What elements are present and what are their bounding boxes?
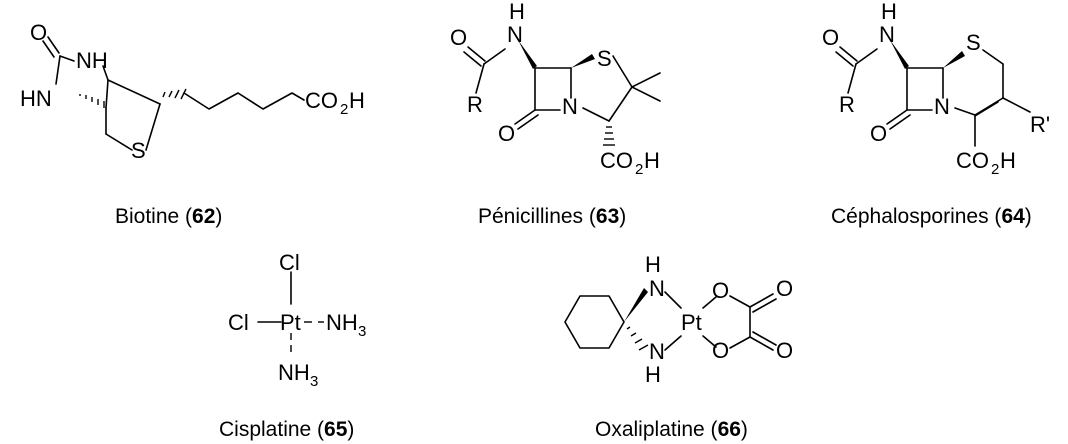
atom-N: N (879, 22, 895, 47)
caption-cephalosporines: Céphalosporines (64) (831, 205, 1032, 228)
atom-HN: HN (20, 86, 52, 111)
atom-O: O (30, 20, 47, 45)
atom-H: H (349, 88, 365, 113)
atom-CO: CO (600, 148, 633, 173)
hashed-bond (79, 94, 105, 108)
atom-N: N (507, 22, 523, 47)
atom-O: O (450, 25, 467, 50)
atom-Cl: Cl (228, 310, 249, 335)
atom-S: S (966, 30, 981, 55)
atom-NH3: NH (278, 360, 310, 385)
atom-H: H (645, 362, 661, 387)
atom-O: O (712, 338, 729, 363)
atom-N: N (649, 276, 665, 301)
atom-N: N (649, 339, 665, 364)
atom-O: O (498, 121, 515, 146)
structure-cephalosporines: O H N R S O N R' CO 2 H Céphalosporines … (822, 0, 1050, 228)
atom-N: N (562, 94, 578, 119)
subscript-3: 3 (358, 323, 366, 340)
wedge-bond (943, 51, 965, 68)
caption-penicillines: Pénicillines (63) (478, 205, 626, 228)
wedge-bond (890, 40, 909, 69)
hashed-bond (162, 88, 187, 100)
subscript-2: 2 (340, 101, 348, 118)
atom-CO: CO (305, 88, 338, 113)
caption-cisplatine: Cisplatine (65) (219, 418, 354, 441)
atom-R: R (467, 92, 483, 117)
atom-Pt: Pt (681, 310, 702, 335)
atom-S: S (131, 138, 146, 163)
hashed-bond (626, 326, 649, 351)
atom-O: O (870, 121, 887, 146)
structure-oxaliplatine: H N N H Pt O O O O Oxaliplatine (66) (564, 252, 793, 441)
atom-O: O (712, 278, 729, 303)
atom-O: O (776, 276, 793, 301)
wedge-bond (518, 40, 537, 69)
structure-cisplatine: Cl Cl Pt NH 3 NH 3 Cisplatine (65) (219, 250, 366, 441)
atom-CO: CO (956, 148, 989, 173)
subscript-3: 3 (310, 373, 318, 390)
atom-Pt: Pt (280, 310, 301, 335)
subscript-2: 2 (991, 161, 999, 178)
atom-R: R (839, 92, 855, 117)
atom-H: H (1000, 148, 1016, 173)
subscript-2: 2 (635, 161, 643, 178)
atom-R-prime: R' (1030, 112, 1050, 137)
atom-H: H (644, 148, 660, 173)
atom-N: N (934, 94, 950, 119)
hashed-bond (603, 126, 615, 146)
wedge-bond (624, 288, 648, 322)
caption-oxaliplatine: Oxaliplatine (66) (595, 418, 748, 441)
atom-NH3: NH (326, 310, 358, 335)
atom-NH: NH (76, 48, 108, 73)
caption-biotine: Biotine (62) (115, 205, 222, 228)
atom-H: H (645, 252, 661, 277)
atom-Cl: Cl (279, 250, 300, 275)
atom-O: O (822, 25, 839, 50)
atom-H: H (881, 0, 897, 24)
structure-biotine: O NH HN S CO 2 H Biotine (62) (20, 20, 365, 228)
atom-O: O (776, 338, 793, 363)
atom-H: H (509, 0, 525, 24)
wedge-bond (571, 54, 595, 68)
atom-S: S (597, 46, 612, 71)
structure-penicillines: O H N R S O N CO 2 H Pénicillines (63) (450, 0, 661, 228)
